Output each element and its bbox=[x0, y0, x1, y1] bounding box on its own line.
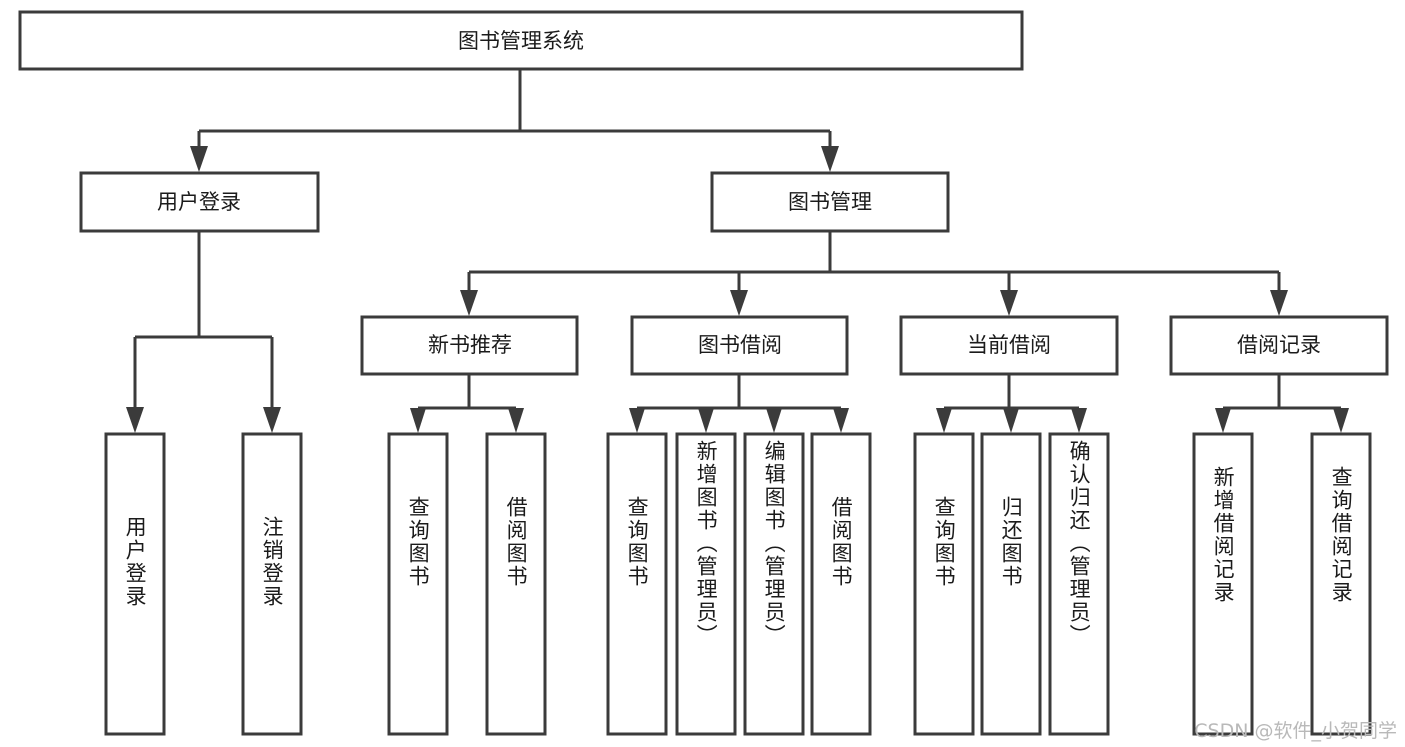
arrow-current-borrow-leaf-1 bbox=[936, 408, 952, 433]
connector-layer bbox=[126, 70, 1349, 433]
leaf-book-borrow-3-box[interactable] bbox=[743, 432, 805, 736]
leaf-new-book-rec-1-box[interactable] bbox=[387, 432, 449, 736]
node-current-borrow-label: 当前借阅 bbox=[967, 333, 1051, 357]
leaf-user-login-2-box[interactable] bbox=[241, 432, 303, 736]
arrow-borrow-record-leaf-1 bbox=[1215, 408, 1231, 433]
node-root-label: 图书管理系统 bbox=[458, 29, 584, 53]
node-book-manage-box[interactable] bbox=[710, 171, 950, 233]
arrow-borrow-record-leaf-2 bbox=[1333, 408, 1349, 433]
node-user-login-box[interactable] bbox=[79, 171, 320, 233]
arrow-user-login-leaf-2 bbox=[263, 407, 281, 433]
node-book-manage-label: 图书管理 bbox=[788, 190, 872, 214]
node-new-book-rec-box[interactable] bbox=[360, 315, 579, 376]
leaf-borrow-record-1-box[interactable] bbox=[1192, 432, 1254, 736]
node-root-box[interactable] bbox=[18, 10, 1024, 71]
arrow-new-book-rec-leaf-1 bbox=[410, 408, 426, 433]
leaf-book-borrow-2-box[interactable] bbox=[675, 432, 737, 736]
arrow-root-to-user-login bbox=[190, 146, 208, 172]
node-book-borrow-box[interactable] bbox=[630, 315, 849, 376]
node-book-borrow-label: 图书借阅 bbox=[698, 333, 782, 357]
arrow-to-borrow-record bbox=[1270, 290, 1288, 316]
leaf-user-login-1-box[interactable] bbox=[104, 432, 166, 736]
arrow-user-login-leaf-1 bbox=[126, 407, 144, 433]
arrow-to-current-borrow bbox=[1000, 290, 1018, 316]
arrow-root-to-book-manage bbox=[821, 146, 839, 172]
node-borrow-record-box[interactable] bbox=[1169, 315, 1389, 376]
arrow-new-book-rec-leaf-2 bbox=[508, 408, 524, 433]
arrow-book-borrow-leaf-3 bbox=[766, 408, 782, 433]
node-new-book-rec-label: 新书推荐 bbox=[428, 333, 512, 357]
leaf-new-book-rec-2-box[interactable] bbox=[485, 432, 547, 736]
leaf-current-borrow-3-box[interactable] bbox=[1048, 432, 1110, 736]
leaf-book-borrow-4-box[interactable] bbox=[810, 432, 872, 736]
node-user-login-label: 用户登录 bbox=[157, 190, 241, 214]
node-borrow-record-label: 借阅记录 bbox=[1237, 333, 1321, 357]
node-current-borrow-box[interactable] bbox=[899, 315, 1119, 376]
arrow-current-borrow-leaf-3 bbox=[1071, 408, 1087, 433]
arrow-book-borrow-leaf-2 bbox=[698, 408, 714, 433]
node-layer: 图书管理系统 用户登录 图书管理 新书推荐 图书借阅 当前借阅 借阅记录 bbox=[18, 10, 1389, 736]
arrow-to-new-book-rec bbox=[460, 290, 478, 316]
arrow-to-book-borrow bbox=[730, 290, 748, 316]
arrow-book-borrow-leaf-4 bbox=[833, 408, 849, 433]
leaf-book-borrow-1-box[interactable] bbox=[606, 432, 668, 736]
arrow-current-borrow-leaf-2 bbox=[1003, 408, 1019, 433]
leaf-current-borrow-2-box[interactable] bbox=[980, 432, 1042, 736]
arrow-book-borrow-leaf-1 bbox=[629, 408, 645, 433]
leaf-borrow-record-2-box[interactable] bbox=[1310, 432, 1372, 736]
leaf-current-borrow-1-box[interactable] bbox=[913, 432, 975, 736]
